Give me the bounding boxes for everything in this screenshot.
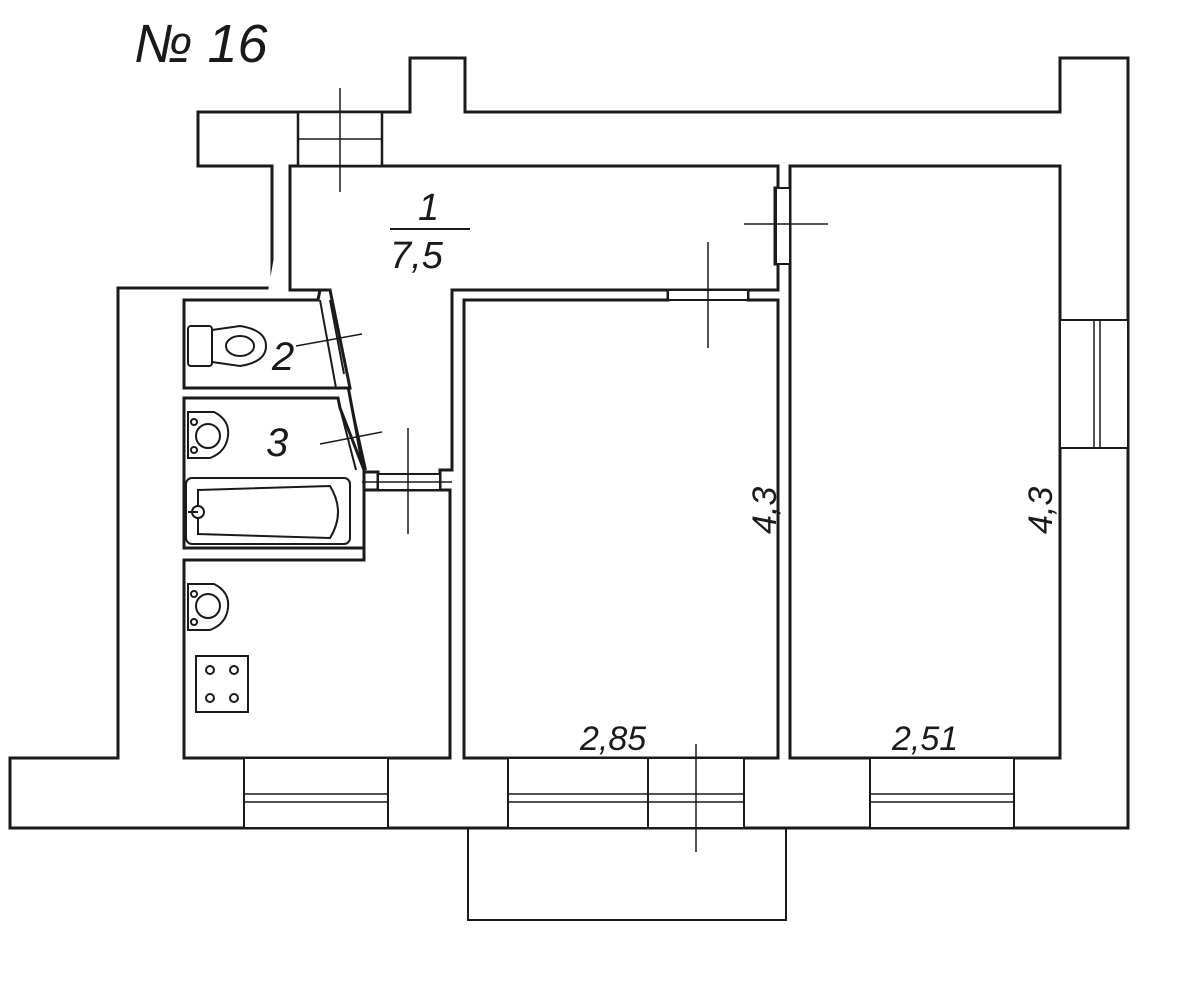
right-room-length: 4,3 [1022,487,1060,534]
middle-room-length: 4,3 [746,487,784,534]
door-bath [319,431,383,445]
window-middle-room [507,757,649,829]
wc-number: 2 [271,335,294,379]
hall-number: 1 [418,187,439,229]
bath-number: 3 [266,421,288,465]
apartment-title: № 16 [134,14,269,74]
window-right-side [1059,319,1129,449]
room-kitchen [182,488,452,760]
stove-icon [195,655,249,713]
window-kitchen [243,757,389,829]
door-wc [295,333,363,347]
sink-icon [187,411,230,459]
kitchen-sink-icon [187,583,230,631]
entrance-door [296,88,384,192]
toilet-icon [187,324,268,368]
door-kitchen [362,428,452,534]
middle-room-width: 2,85 [579,720,646,758]
door-middle-room [667,242,749,348]
right-room-width: 2,51 [891,720,958,758]
door-right-room [744,187,828,265]
bathtub-icon [185,477,351,545]
room-middle [462,288,780,760]
room-right [788,164,1062,760]
balcony-door [647,744,745,852]
window-right-room [869,757,1015,829]
balcony [467,828,787,921]
hall-area: 7,5 [390,235,444,277]
